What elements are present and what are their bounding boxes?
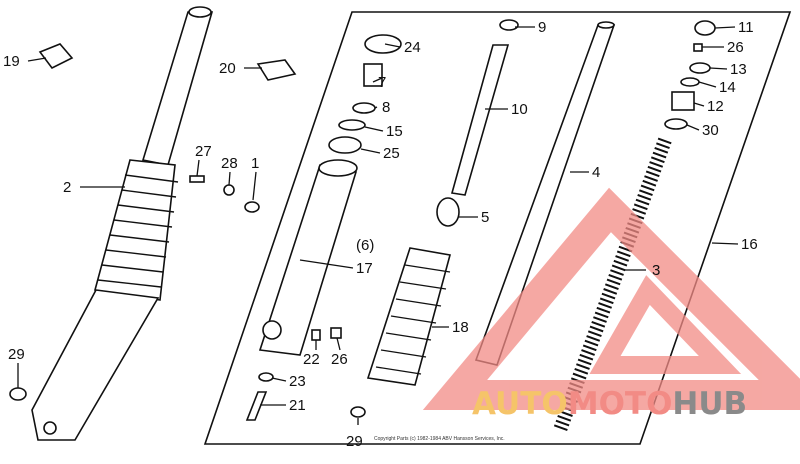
callout-29-center: 29 [346, 433, 363, 450]
callout-2: 2 [63, 179, 71, 196]
watermark-moto: MOTO [568, 386, 673, 422]
part-18-boot [366, 247, 452, 386]
part-10-damper-rod [450, 44, 510, 196]
part-1-nut [244, 201, 260, 213]
part-14-ring [680, 77, 700, 87]
callout-24: 24 [404, 39, 421, 56]
callout-20: 20 [219, 60, 236, 77]
callout-15: 15 [386, 123, 403, 140]
part-20-clamp [256, 59, 297, 81]
callout-29: 29 [8, 346, 25, 363]
callout-9: 9 [538, 19, 546, 36]
part-9-cap [499, 19, 519, 31]
callout-21: 21 [289, 397, 306, 414]
callout-27: 27 [195, 143, 212, 160]
callout-30: 30 [702, 122, 719, 139]
callout-10: 10 [511, 101, 528, 118]
callout-22: 22 [303, 351, 320, 368]
part-11-cap [694, 20, 716, 36]
callout-1: 1 [251, 155, 259, 172]
callout-28: 28 [221, 155, 238, 172]
part-12-spacer [671, 91, 695, 111]
watermark-logo [422, 187, 800, 410]
callout-14: 14 [719, 79, 736, 96]
watermark-hub: HUB [672, 386, 747, 422]
callout-4: 4 [592, 164, 600, 181]
watermark-wordmark: AUTOMOTOHUB [472, 386, 747, 422]
part-25-seal [328, 136, 362, 154]
callout-26-bottom: 26 [331, 351, 348, 368]
part-15-clip [338, 119, 366, 131]
callout-8: 8 [382, 99, 390, 116]
assembly-boundary [203, 11, 792, 445]
callout-16: 16 [741, 236, 758, 253]
watermark-auto: AUTO [472, 386, 568, 422]
callout-7: 7 [378, 74, 386, 91]
callout-3: 3 [652, 262, 660, 279]
part-27-bolt [189, 175, 205, 183]
callout-23: 23 [289, 373, 306, 390]
callout-11: 11 [738, 19, 754, 36]
part-26-washer [330, 327, 342, 339]
part-24-cap [364, 34, 402, 54]
callout-19: 19 [3, 53, 20, 70]
part-30-ring [664, 118, 688, 130]
part-26-bolt-right [693, 43, 703, 52]
part-23-washer [258, 372, 274, 382]
callout-6: (6) [356, 237, 374, 254]
callout-12: 12 [707, 98, 724, 115]
part-5-spring [436, 197, 460, 227]
callout-25: 25 [383, 145, 400, 162]
copyright-notice: Copyright Parts (c) 1982-1984 ABV Hansso… [374, 436, 505, 442]
callout-5: 5 [481, 209, 489, 226]
part-8-ring [352, 102, 376, 114]
callout-13: 13 [730, 61, 747, 78]
part-19-clamp [38, 43, 74, 70]
callout-18: 18 [452, 319, 469, 336]
part-21-bolt [245, 391, 268, 421]
callout-26-top: 26 [727, 39, 744, 56]
part-28-washer [223, 184, 235, 196]
callout-17: 17 [356, 260, 373, 277]
part-13-washer [689, 62, 711, 74]
fork-assembly-left [31, 6, 214, 441]
part-3-spring [553, 137, 672, 433]
part-29-washer-center [350, 406, 366, 418]
part-22-bolt [311, 329, 321, 341]
part-29-washer-left [9, 387, 27, 401]
